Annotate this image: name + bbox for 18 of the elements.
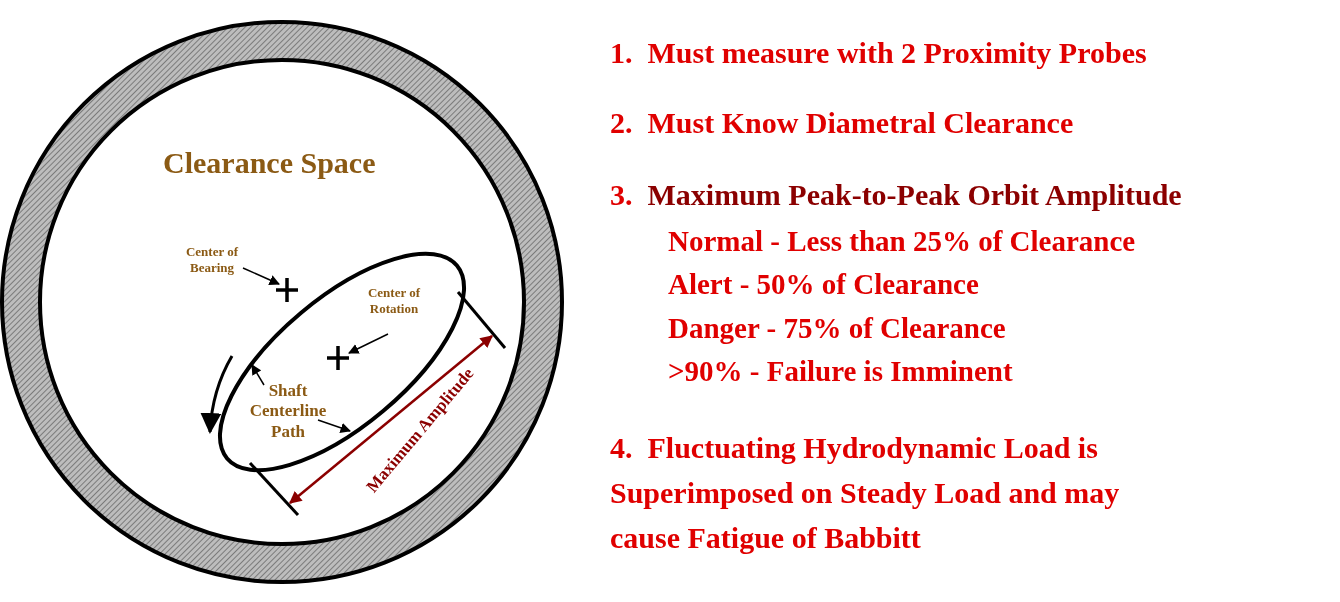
list-item: 1. Must measure with 2 Proximity Probes	[610, 35, 1147, 71]
callout-label: Center of Rotation	[352, 285, 436, 317]
area-label: Clearance Space	[163, 145, 376, 181]
list-item: 4. Fluctuating Hydrodynamic Load is Superimposed on Steady Load and may cause Fatigue of Babbitt	[610, 430, 1121, 556]
criterion-text: Alert - 50% of Clearance	[668, 267, 979, 302]
leader-line	[317, 419, 351, 433]
leader-line	[242, 267, 280, 285]
criterion-text: >90% - Failure is Imminent	[668, 354, 1013, 389]
leader-line	[251, 364, 265, 386]
leader-line	[348, 333, 389, 354]
callout-label: Shaft Centerline Path	[243, 380, 333, 442]
center-cross	[274, 276, 300, 304]
list-item: 3. Maximum Peak-to-Peak Orbit Amplitude	[610, 177, 1182, 213]
callout-label: Center of Bearing	[172, 244, 252, 276]
criterion-text: Normal - Less than 25% of Clearance	[668, 224, 1136, 259]
center-cross	[325, 344, 351, 372]
criterion-text: Danger - 75% of Clearance	[668, 311, 1006, 346]
list-item: 2. Must Know Diametral Clearance	[610, 105, 1074, 141]
